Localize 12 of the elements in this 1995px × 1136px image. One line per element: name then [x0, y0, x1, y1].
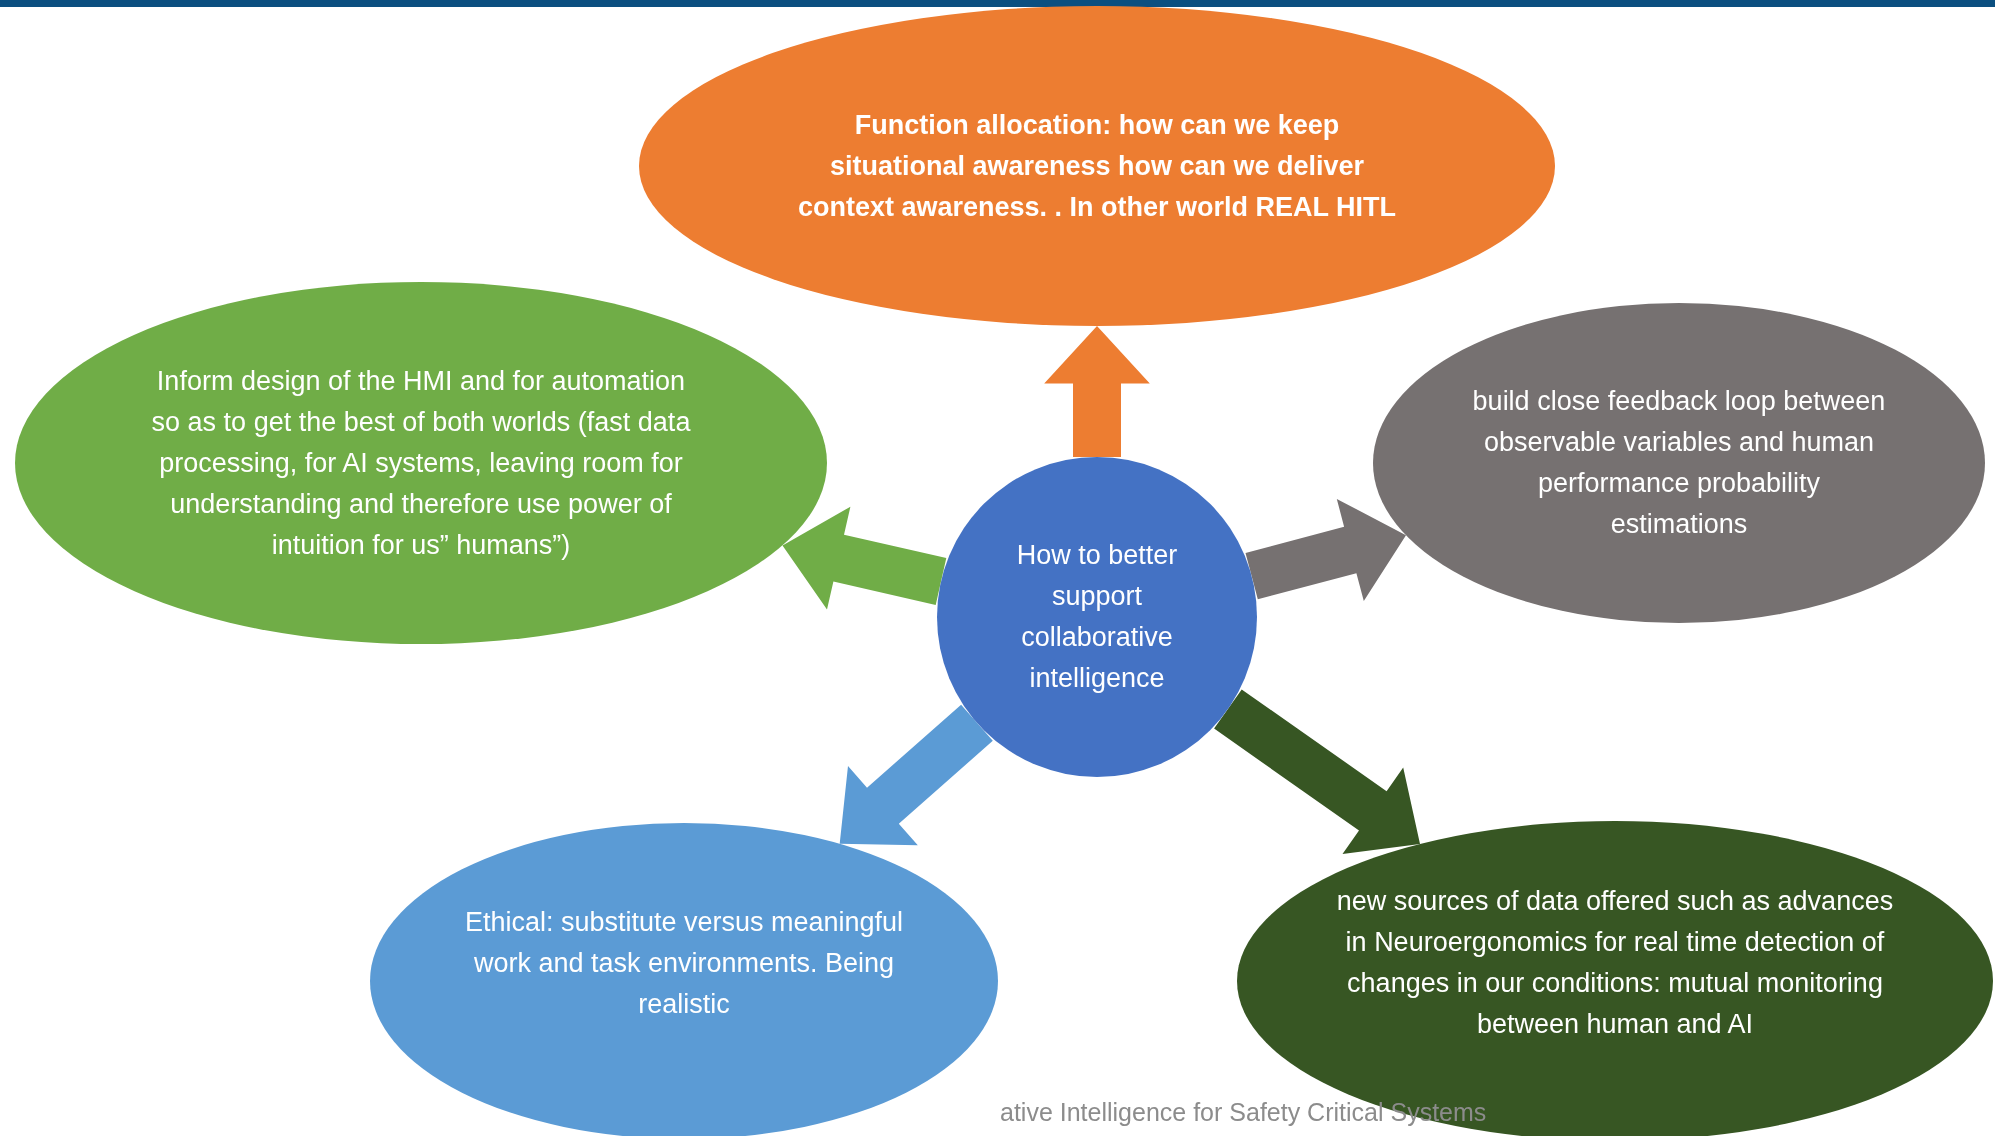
block-arrow	[1214, 689, 1420, 854]
idea-text: build close feedback loop between observable variables and human performance probability estimations	[1471, 385, 1887, 541]
idea-text: Ethical: substitute versus meaningful work and task environments. Being realistic	[463, 905, 905, 1021]
idea-text: How to better support collaborative intelligence	[1015, 539, 1179, 695]
block-arrow	[839, 704, 993, 846]
idea-text: new sources of data offered such as advances in Neuroergonomics for real time detection of changes in our conditions: mutual monitoring between human and AI	[1335, 885, 1895, 1041]
block-arrow	[1245, 498, 1406, 601]
block-arrow	[782, 506, 947, 610]
footer-text: ative Intelligence for Safety Critical Systems	[1000, 1098, 1487, 1127]
idea-text: Function allocation: how can we keep situational awareness how can we deliver context awareness. . In other world REAL HITL	[797, 108, 1397, 224]
idea-text: Inform design of the HMI and for automation so as to get the best of both worlds (fast data processing, for AI systems, leaving room for understanding and therefore use power of intuition for us” humans”)	[150, 364, 692, 562]
block-arrow	[1044, 326, 1150, 457]
